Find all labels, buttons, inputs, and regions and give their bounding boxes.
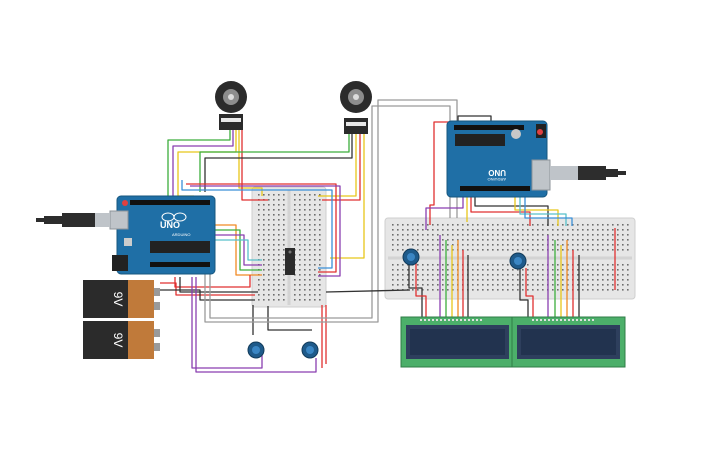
lcd-display-left[interactable]	[400, 316, 515, 368]
wire	[330, 133, 365, 259]
wire	[267, 306, 312, 331]
wire	[204, 133, 353, 192]
wire	[474, 193, 549, 226]
wire	[181, 180, 333, 269]
board-maker-label: ARDUINO	[172, 232, 190, 237]
wire	[524, 196, 573, 226]
wire	[214, 239, 262, 261]
arduino-uno-right[interactable]: UNO ARDUINO	[446, 120, 551, 198]
usb-cable-right[interactable]	[550, 166, 626, 180]
battery-label: 9V	[111, 333, 125, 348]
wire	[174, 275, 251, 288]
wire	[322, 133, 361, 201]
potentiometer-1[interactable]	[247, 341, 265, 359]
board-maker-label: ARDUINO	[488, 177, 506, 182]
battery-label: 9V	[111, 292, 125, 307]
wire	[204, 99, 458, 323]
wire	[318, 133, 357, 197]
dc-motor-right[interactable]	[340, 81, 372, 134]
wire	[167, 128, 231, 206]
potentiometer-2[interactable]	[301, 341, 319, 359]
wire	[179, 277, 258, 293]
wire	[208, 229, 262, 271]
potentiometer-4[interactable]	[509, 252, 527, 270]
wire	[195, 277, 317, 373]
wire	[205, 224, 262, 276]
board-label: UNO	[488, 168, 506, 177]
wire	[429, 121, 453, 225]
wire	[190, 185, 341, 277]
small-breadboard[interactable]	[251, 186, 327, 308]
wire	[470, 193, 531, 226]
wire	[199, 133, 350, 192]
wire	[525, 268, 534, 318]
wire	[160, 282, 255, 296]
wire	[415, 262, 427, 318]
wire	[211, 234, 262, 266]
wire	[325, 289, 411, 293]
motor-driver-chip[interactable]	[285, 248, 295, 275]
wire	[519, 268, 529, 318]
arduino-uno-left[interactable]: UNO ARDUINO	[109, 195, 216, 275]
wires	[160, 99, 616, 373]
potentiometer-3[interactable]	[402, 248, 420, 266]
usb-cable-left[interactable]	[36, 213, 110, 227]
wire	[425, 193, 464, 230]
dc-motor-left[interactable]	[215, 81, 247, 130]
board-label: UNO	[160, 220, 180, 230]
wire	[186, 183, 337, 273]
wire	[519, 196, 567, 226]
battery-9v-bottom[interactable]: 9V	[83, 321, 160, 359]
wire	[191, 277, 263, 369]
lcd-display-right[interactable]	[511, 316, 626, 368]
battery-9v-top[interactable]: 9V	[83, 280, 160, 318]
